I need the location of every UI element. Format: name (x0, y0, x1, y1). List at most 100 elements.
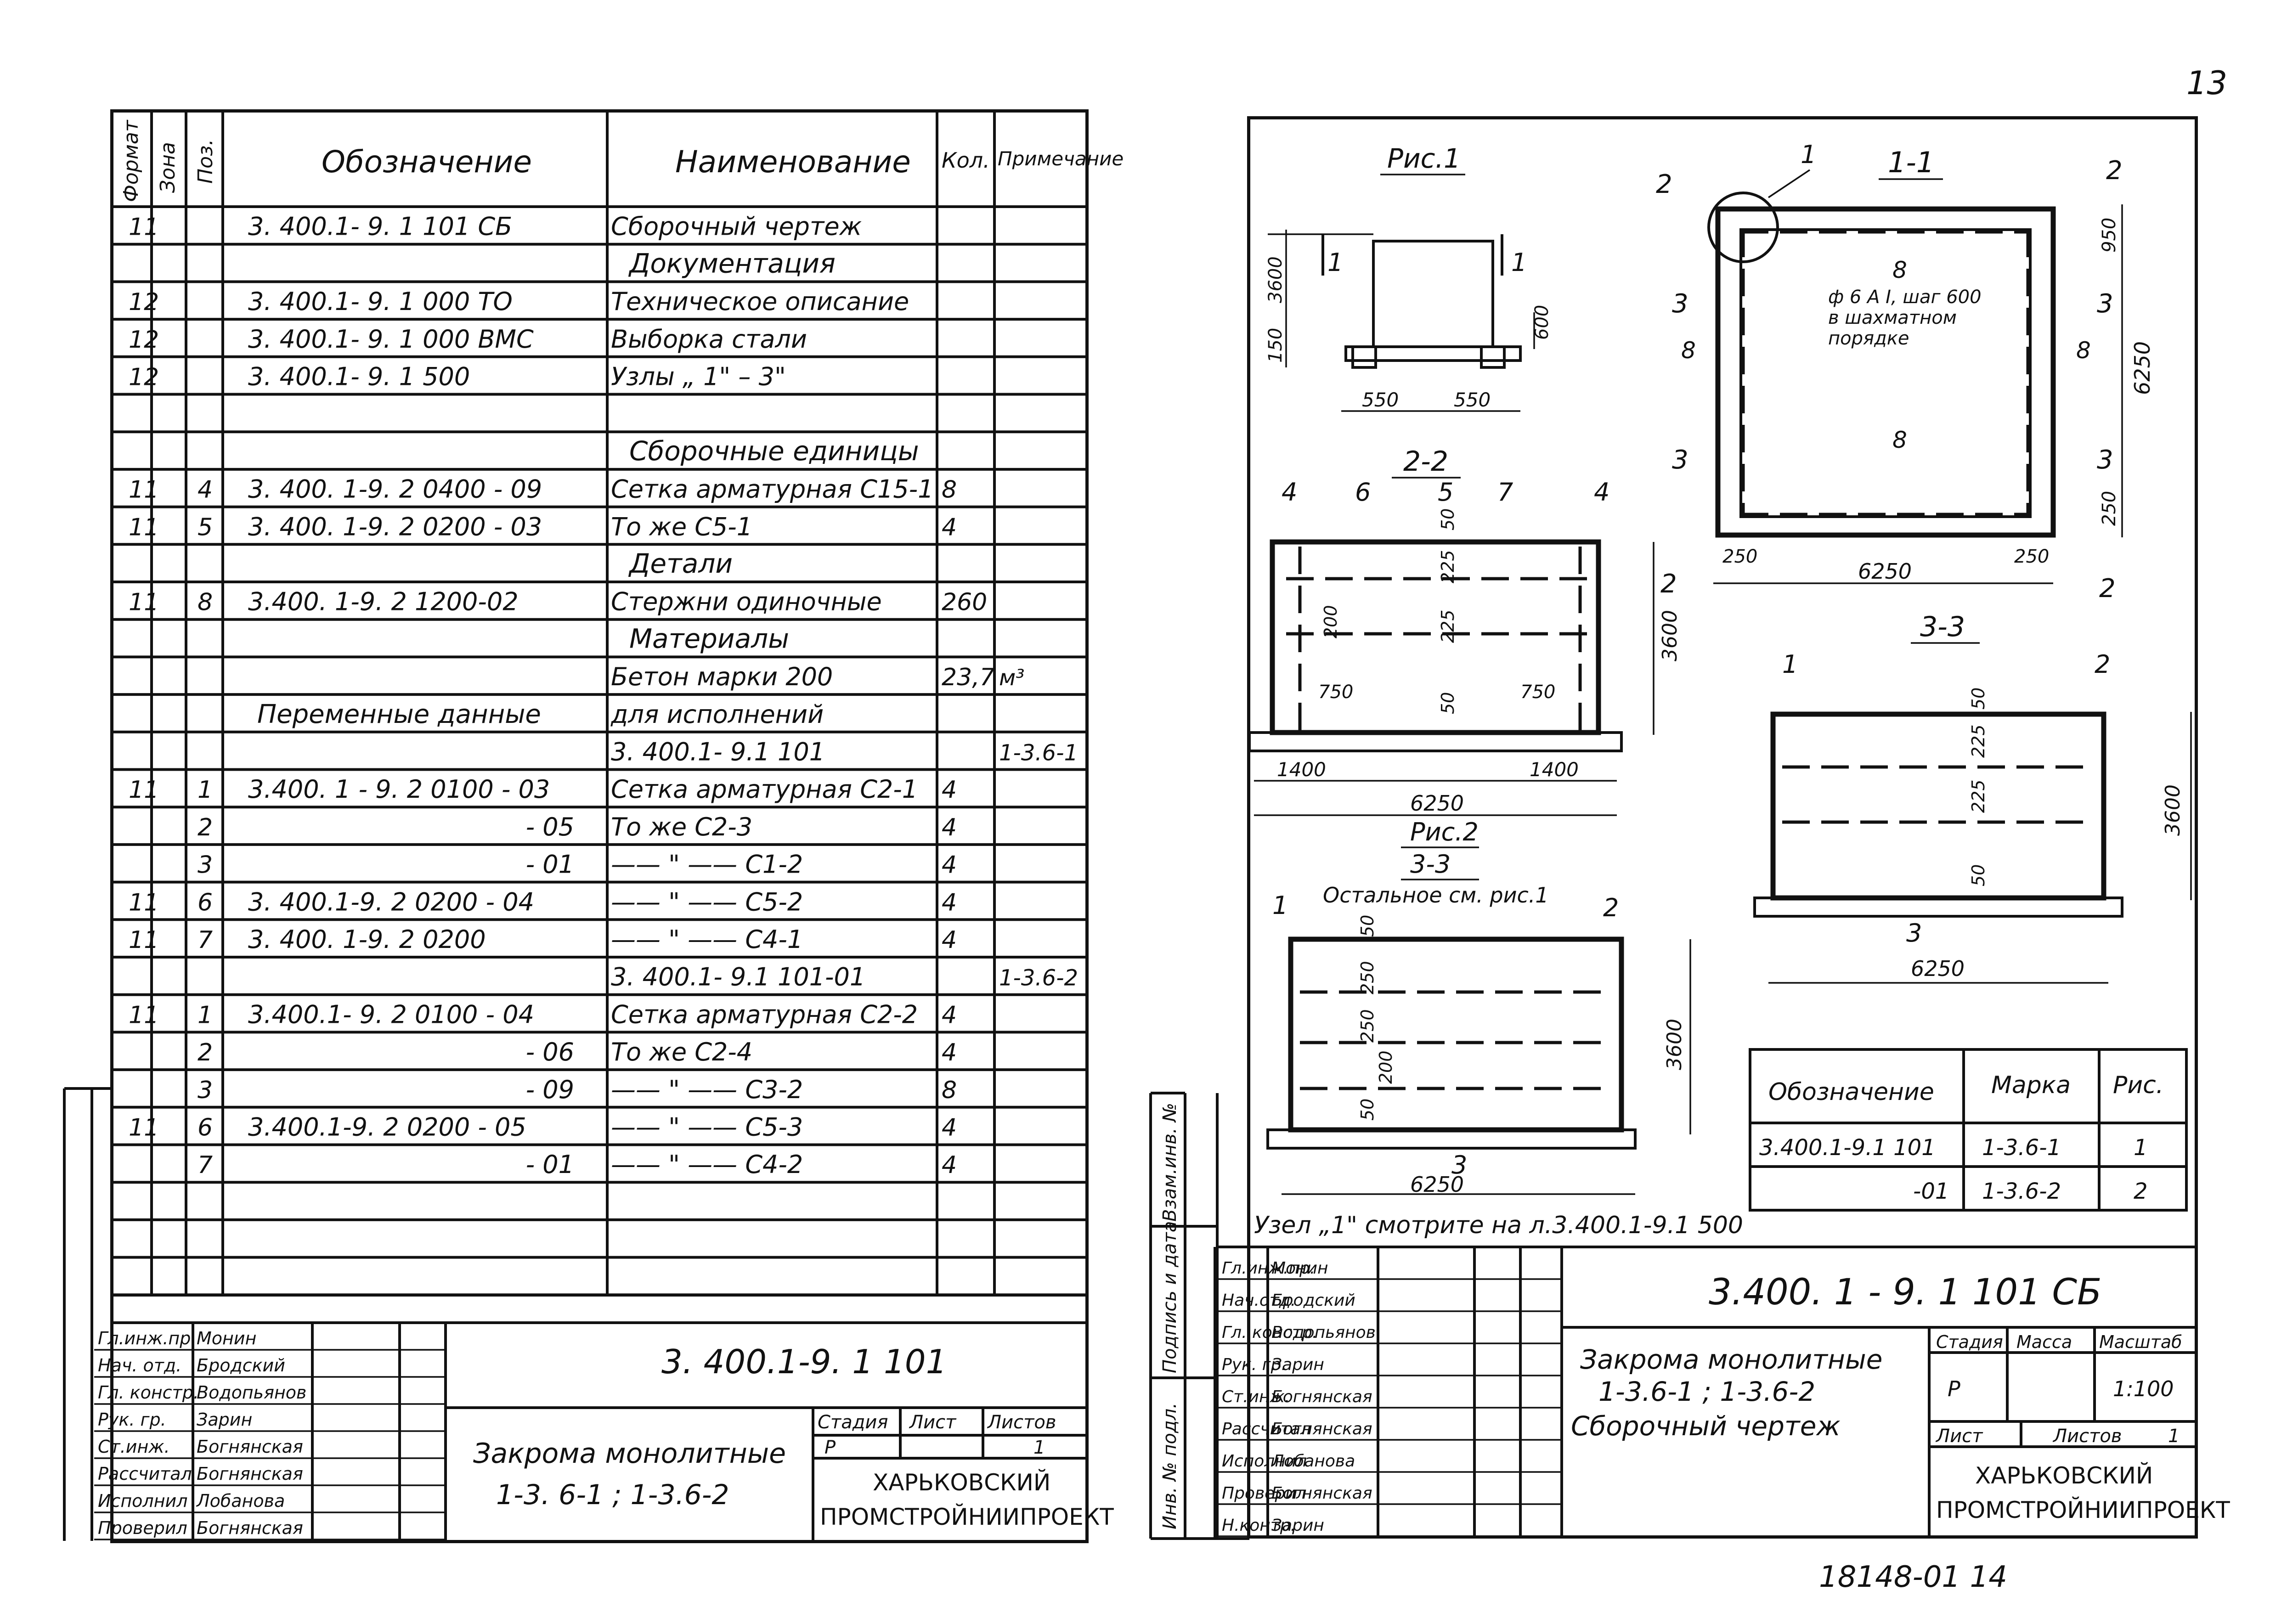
svg-text:6250: 6250 (2130, 341, 2155, 395)
svg-text:3: 3 (1672, 289, 1688, 319)
stamp-person-name: Богнянская (197, 1437, 303, 1457)
svg-text:1: 1 (1782, 650, 1798, 679)
right-stamp-org-2: ПРОМСТРОЙНИИПРОЕКТ (1936, 1496, 2230, 1523)
svg-text:8: 8 (1892, 257, 1907, 283)
header-pos: Поз. (194, 139, 217, 184)
spec-cell-qty: 4 (942, 851, 957, 879)
side-label-replace: Взам.инв. № (1159, 1103, 1180, 1222)
spec-cell-name: —— " —— С3-2 (611, 1075, 803, 1104)
stamp-person-role: Гл. констр. (1222, 1323, 1317, 1342)
marks-header-mark: Марка (1991, 1071, 2071, 1099)
svg-text:250: 250 (2014, 546, 2049, 567)
spec-cell-pos: 1 (198, 1001, 213, 1029)
svg-text:50: 50 (1438, 508, 1458, 530)
svg-text:2: 2 (2099, 574, 2116, 603)
spec-cell-name: Узлы „ 1" – 3" (611, 362, 786, 391)
svg-text:2: 2 (1603, 893, 1619, 922)
spec-cell-qty: 4 (942, 814, 957, 841)
spec-cell-designation: - 01 (526, 850, 574, 879)
spec-cell-format: 11 (129, 1001, 159, 1029)
fig2-title: Рис.2 (1410, 818, 1479, 846)
marks-row-1-designation: 3.400.1-9.1 101 (1759, 1135, 1936, 1161)
spec-cell-designation: 3. 400.1- 9. 1 101 СБ (248, 212, 512, 241)
spec-cell-format: 11 (129, 214, 159, 241)
stamp-person-name: Богнянская (1271, 1387, 1372, 1406)
spec-cell-designation: 3. 400.1- 9. 1 500 (248, 362, 470, 391)
right-stamp-title-1: Закрома монолитные (1580, 1344, 1882, 1375)
marks-header-designation: Обозначение (1768, 1078, 1934, 1106)
spec-cell-designation: Переменные данные (257, 699, 541, 729)
svg-text:4: 4 (1282, 478, 1297, 507)
spec-cell-qty: 23,7 (942, 664, 995, 691)
right-stamp-title-2: 1-3.6-1 ; 1-3.6-2 (1598, 1376, 1815, 1407)
spec-cell-designation: 3. 400. 1-9. 2 0200 - 03 (248, 512, 542, 541)
bottom-code: 18148-01 14 (1819, 1560, 2007, 1594)
svg-text:50: 50 (1968, 688, 1988, 710)
spec-cell-format: 11 (129, 476, 159, 504)
spec-cell-name: Техническое описание (611, 287, 909, 316)
spec-cell-designation: 3. 400. 1-9. 2 0400 - 09 (248, 475, 542, 504)
fig2-section: Рис.2 3-3 Остальное см. рис.1 1 2 3 250 … (1266, 818, 1691, 1197)
spec-cell-qty: 4 (942, 889, 957, 916)
stamp-person-role: Рук. гр. (98, 1410, 166, 1430)
marks-row-2-designation: -01 (1913, 1179, 1949, 1204)
marks-row-2-fig: 2 (2134, 1179, 2148, 1204)
spec-cell-note: 1-3.6-1 (999, 740, 1078, 766)
left-stamp-stage-h: Стадия (818, 1412, 888, 1433)
left-stamp-sheet-h: Лист (909, 1412, 957, 1433)
stamp-person-name: Водопьянов (197, 1382, 306, 1403)
left-stamp-stage: Р (824, 1437, 836, 1458)
header-note: Примечание (998, 147, 1124, 170)
spec-cell-designation: 3.400. 1-9. 2 1200-02 (248, 587, 519, 616)
right-side-strip (1149, 1092, 1249, 1540)
right-stamp-sheets: 1 (2168, 1426, 2180, 1447)
svg-text:3600: 3600 (1663, 1019, 1686, 1070)
svg-text:50: 50 (1357, 1099, 1378, 1121)
stamp-person-name: Лобанова (1271, 1452, 1355, 1471)
spec-cell-name: То же С2-4 (611, 1038, 752, 1066)
stamp-person-name: Монин (1271, 1259, 1328, 1278)
spec-cell-format: 12 (129, 364, 159, 391)
stamp-person-name: Богнянская (197, 1464, 303, 1484)
svg-text:50: 50 (1438, 692, 1458, 714)
spec-cell-qty: 4 (942, 776, 957, 804)
stamp-person-role: Нач. отд. (98, 1355, 181, 1376)
spec-cell-qty: 8 (942, 1077, 957, 1104)
spec-cell-designation: - 06 (526, 1038, 574, 1066)
spec-cell-name: Сетка арматурная С2-2 (611, 1000, 918, 1029)
svg-text:3: 3 (1451, 1150, 1467, 1179)
left-stamp-sheets: 1 (1033, 1437, 1045, 1458)
spec-cell-name: 3. 400.1- 9.1 101-01 (611, 963, 865, 992)
spec-cell-pos: 4 (198, 476, 213, 504)
right-stamp-stage-h: Стадия (1936, 1332, 2003, 1352)
svg-text:4: 4 (1594, 478, 1609, 507)
spec-cell-pos: 6 (198, 1114, 213, 1142)
svg-text:250: 250 (2099, 491, 2120, 526)
spec-cell-name: —— " —— С4-1 (611, 925, 803, 954)
fig1-elevation: Рис.1 3600 150 600 550 550 1 1 (1265, 143, 1553, 412)
spec-cell-name: Сетка арматурная С15-1 (611, 475, 933, 504)
stamp-person-role: Ст.инж. (1222, 1387, 1290, 1406)
spec-cell-name: —— " —— С5-3 (611, 1113, 803, 1142)
spec-cell-pos: 8 (198, 589, 213, 616)
svg-text:3600: 3600 (2161, 784, 2185, 836)
svg-text:7: 7 (1497, 478, 1513, 507)
spec-cell-format: 11 (129, 589, 159, 616)
marks-row-2-mark: 1-3.6-2 (1982, 1179, 2061, 1204)
spec-cell-name: Выборка стали (611, 325, 807, 354)
svg-text:200: 200 (1376, 1050, 1396, 1084)
spec-cell-pos: 7 (198, 1151, 213, 1179)
svg-text:6250: 6250 (1911, 956, 1965, 981)
section-3-3: 3-3 1 2 3 225 225 50 50 3600 6250 (1753, 611, 2192, 984)
svg-text:50: 50 (1968, 864, 1988, 886)
stamp-person-role: Проверил (98, 1518, 187, 1538)
spec-cell-format: 11 (129, 889, 159, 916)
marks-row-1-mark: 1-3.6-1 (1982, 1135, 2061, 1161)
stamp-person-role: Проверил (1222, 1484, 1307, 1503)
section-2-2: 2-2 4 6 5 7 4 750 750 225 225 50 50 200 … (1248, 445, 1682, 816)
stamp-person-name: Зарин (1271, 1355, 1324, 1374)
stamp-person-role: Рассчитал (98, 1464, 192, 1484)
svg-text:250: 250 (1722, 546, 1757, 567)
spec-cell-designation: 3.400. 1 - 9. 2 0100 - 03 (248, 775, 550, 804)
